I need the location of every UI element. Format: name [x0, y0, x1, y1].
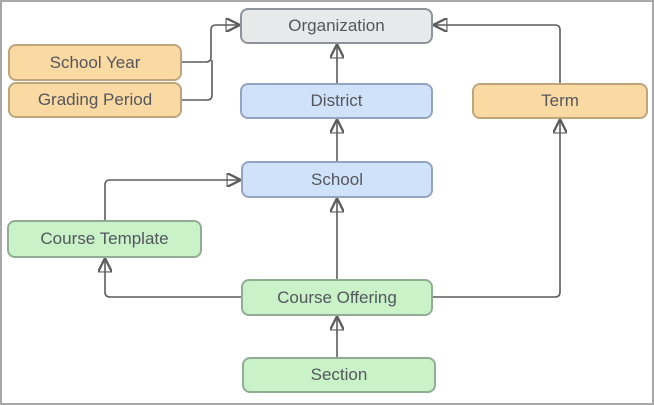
node-label: District — [310, 91, 363, 110]
node-label: School Year — [49, 52, 141, 72]
node-label: Course Offering — [277, 287, 397, 307]
node-school-year: School Year — [8, 44, 182, 81]
edge-course-offering-to-course-template — [105, 261, 241, 298]
node-label: Organization — [288, 16, 385, 35]
edge-course-offering-to-term — [433, 122, 560, 298]
node-organization: Organization — [240, 8, 433, 44]
node-label: Course Template — [40, 229, 169, 248]
node-district: District — [240, 83, 433, 119]
node-section: Section — [242, 357, 436, 393]
node-course-offering: Course Offering — [241, 279, 433, 316]
edge-school-year-to-organization — [182, 25, 237, 63]
node-label: Section — [310, 365, 368, 384]
node-school: School — [241, 161, 433, 198]
node-label: Grading Period — [37, 90, 153, 109]
edge-course-template-to-school — [104, 180, 238, 220]
node-label: School — [311, 169, 363, 189]
node-course-template: Course Template — [7, 220, 202, 258]
node-term: Term — [472, 83, 648, 119]
edge-term-to-organization — [436, 25, 561, 83]
node-grading-period: Grading Period — [8, 82, 182, 118]
node-label: Term — [541, 91, 579, 110]
edge-grading-period-to-organization — [182, 60, 213, 101]
